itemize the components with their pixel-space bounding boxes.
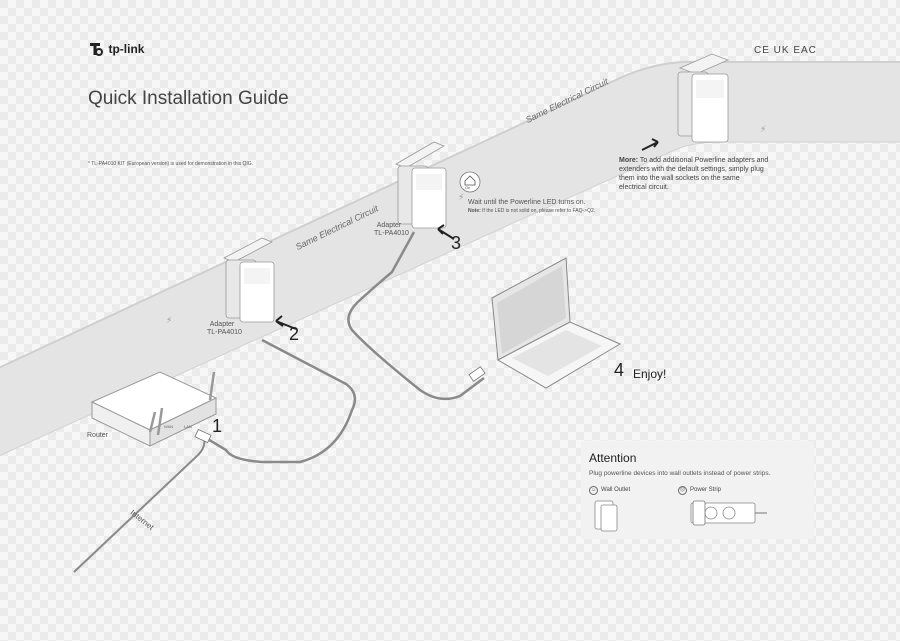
router-to-adapter1-cable	[205, 338, 357, 464]
step-arrow	[641, 138, 659, 151]
sad-face-icon: ☹	[678, 486, 687, 495]
attention-title: Attention	[589, 451, 637, 465]
attention-description: Plug powerline devices into wall outlets…	[589, 470, 771, 477]
laptop	[491, 257, 622, 389]
more-label: More:	[619, 157, 639, 164]
more-info: More: To add additional Powerline adapte…	[619, 156, 769, 192]
adapter-1-label: Adapter TL-PA4010	[207, 321, 242, 337]
powerline-adapter-1	[223, 237, 275, 323]
led-note-text: If the LED is not solid on, please refer…	[482, 208, 596, 214]
house-icon	[464, 175, 476, 186]
ethernet-plug	[468, 366, 486, 382]
step-arrow	[275, 315, 297, 330]
step-1-number: 1	[212, 416, 223, 436]
adapter-2-label-line2: TL-PA4010	[374, 230, 409, 237]
ethernet-plug	[194, 428, 212, 444]
led-badge	[459, 171, 481, 193]
adapter-2-label-line1: Adapter	[376, 222, 402, 229]
lan-port-label: LAN	[184, 424, 192, 429]
led-wait-text: Wait until the Powerline LED turns on.	[468, 199, 586, 206]
smile-face-icon: ☺	[589, 486, 598, 495]
brand-name: tp-link	[108, 42, 145, 57]
internet-cable	[73, 437, 206, 573]
adapter-2-label: Adapter TL-PA4010	[374, 222, 409, 238]
step-4-text: Enjoy!	[633, 367, 667, 381]
more-text: To add additional Powerline adapters and…	[619, 157, 769, 191]
page-title: Quick Installation Guide	[88, 88, 289, 109]
led-note: Note: If the LED is not solid on, please…	[468, 208, 595, 214]
router-label: Router	[87, 432, 109, 439]
attention-box: Attention Plug powerline devices into wa…	[581, 441, 814, 539]
step-arrow	[437, 224, 455, 240]
powerline-adapter-2	[395, 141, 447, 229]
step-3-number: 3	[451, 233, 462, 253]
led-badge-label: On	[465, 185, 471, 190]
power-strip-label: Power Strip	[690, 487, 722, 493]
tp-link-logo: tp-link	[86, 40, 144, 58]
lightning-icon: ⚡	[166, 316, 172, 326]
adapter2-to-laptop-cable	[347, 231, 485, 401]
adapter-1-label-line1: Adapter	[209, 321, 235, 328]
demo-note: * TL-PA4010 KIT (European version) is us…	[88, 161, 254, 167]
adapter-1-label-line2: TL-PA4010	[207, 329, 242, 336]
lightning-icon: ⚡	[760, 125, 766, 135]
router	[90, 371, 218, 447]
wall-outlet-label: Wall Outlet	[601, 487, 631, 493]
step-2-number: 2	[289, 324, 300, 344]
wall-outlet-illustration	[594, 500, 618, 532]
step-4-number: 4	[614, 360, 625, 380]
lightning-icon: ⚡	[458, 193, 464, 203]
wan-port-label: WAN	[164, 424, 174, 429]
additional-adapter	[677, 53, 730, 143]
tp-link-logo-icon	[90, 43, 103, 56]
led-note-label: Note:	[468, 208, 481, 214]
certification-marks: CE UK EAC	[754, 45, 817, 56]
power-strip-illustration	[690, 500, 767, 526]
